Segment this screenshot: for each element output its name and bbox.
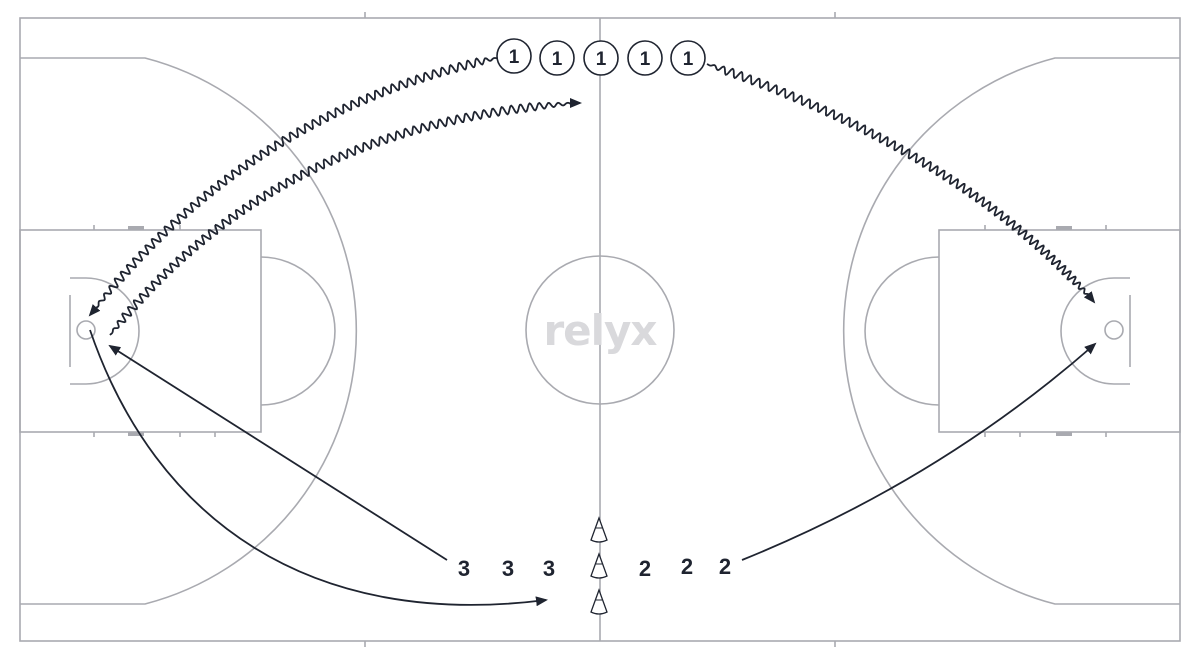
- player-label: 1: [683, 49, 694, 70]
- right-three-point-line: [842, 57, 1180, 605]
- dribble-path-left-inner: [109, 98, 582, 336]
- player-label: 1: [509, 47, 520, 68]
- player-label: 1: [596, 49, 607, 70]
- player-3-label: 3: [502, 556, 514, 581]
- player-label: 1: [640, 49, 651, 70]
- player-2-label: 2: [681, 554, 693, 579]
- player-1: 1: [670, 40, 706, 76]
- pass-arrow-right: [741, 342, 1097, 561]
- player-1: 1: [627, 40, 663, 76]
- left-restricted-area: [70, 277, 140, 385]
- player-2-label: 2: [719, 554, 731, 579]
- lane-block: [128, 432, 144, 436]
- right-rim: [1104, 320, 1124, 340]
- player-2-label: 2: [639, 556, 651, 581]
- group-2-players: 2 2 2: [639, 554, 731, 581]
- right-free-throw-circle: [864, 256, 940, 406]
- left-rim: [76, 320, 96, 340]
- player-1: 1: [583, 40, 619, 76]
- cut-arrow-baseline: [89, 329, 548, 607]
- player-1: 1: [496, 38, 532, 74]
- cone-icon: [590, 552, 608, 579]
- left-free-throw-circle: [260, 256, 336, 406]
- cone-icon: [590, 516, 608, 543]
- lane-block: [1056, 226, 1072, 230]
- player-line-1: 1 1 1 1 1: [496, 38, 706, 76]
- dribble-paths: [88, 57, 1096, 336]
- brand-logo: relyx: [543, 306, 657, 355]
- player-3-label: 3: [458, 556, 470, 581]
- center-circle: [525, 255, 675, 405]
- dribble-path-right: [706, 63, 1096, 304]
- dribble-path-left-outer: [88, 57, 498, 317]
- right-restricted-area: [1060, 277, 1130, 385]
- player-1: 1: [539, 40, 575, 76]
- player-label: 1: [552, 49, 563, 70]
- left-three-point-line: [20, 57, 358, 605]
- pass-arrow-left: [108, 344, 448, 561]
- player-3-label: 3: [543, 556, 555, 581]
- cone-markers: [590, 516, 608, 615]
- lane-block: [1056, 432, 1072, 436]
- lane-block: [128, 226, 144, 230]
- cone-icon: [590, 588, 608, 615]
- group-3-players: 3 3 3: [458, 556, 555, 581]
